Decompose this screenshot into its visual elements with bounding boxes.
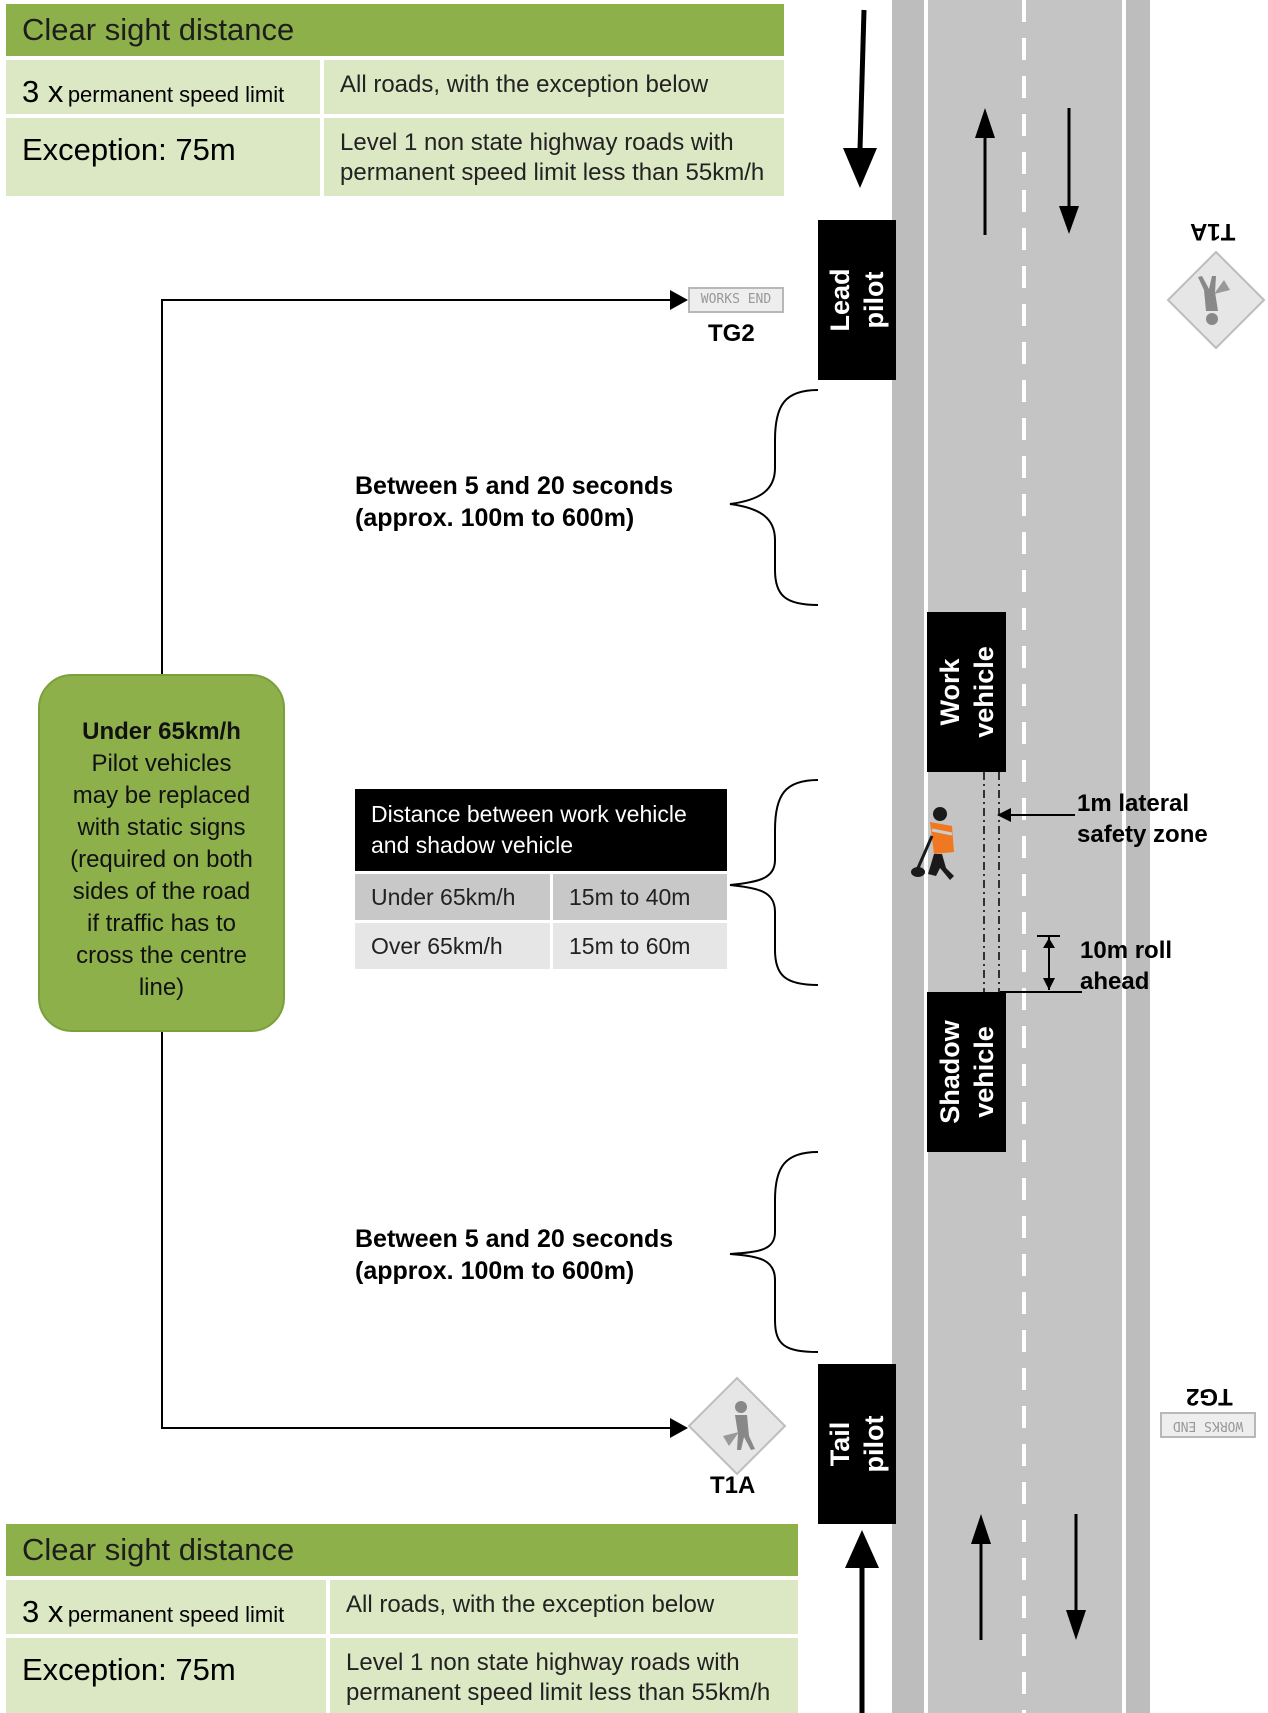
distance-table-header: Distance between work vehicle and shadow… <box>355 789 727 871</box>
line-1: Tail <box>825 1421 855 1467</box>
arrow-head-down-icon <box>843 148 877 188</box>
distance-row-2-distance: 15m to 60m <box>553 923 727 969</box>
annotation-line-2: safety zone <box>1077 821 1208 848</box>
label-big: 3 x <box>22 74 64 109</box>
works-end-sign: WORKS END <box>688 287 784 313</box>
connector-bottom <box>161 1032 672 1429</box>
tail-pilot-vehicle: Tail pilot <box>818 1364 896 1524</box>
note-line: line) <box>138 974 185 1001</box>
works-end-sign-mirrored: WORKS END <box>1160 1412 1256 1438</box>
clear-sight-table-top: Clear sight distance 3 x permanent speed… <box>6 4 784 196</box>
spacing-label-top: Between 5 and 20 seconds (approx. 100m t… <box>355 470 673 534</box>
distance-table: Distance between work vehicle and shadow… <box>355 789 727 969</box>
desc-line-1: Level 1 non state highway roads with <box>340 129 734 156</box>
traffic-arrow-top <box>857 9 867 151</box>
distance-row-2-speed: Over 65km/h <box>355 923 550 969</box>
annotation-line-1: 1m lateral <box>1077 790 1190 817</box>
label-small: permanent speed limit <box>67 1602 285 1627</box>
annotation-line-1: 10m roll <box>1080 937 1173 964</box>
line-2: pilot <box>859 1415 889 1473</box>
spacing-line-1: Between 5 and 20 seconds <box>355 472 674 500</box>
left-shoulder <box>892 0 924 1713</box>
sign-label-tg2: TG2 <box>708 320 755 347</box>
sign-label-tg2-mirrored: TG2 <box>1186 1383 1233 1410</box>
line-1: Shadow <box>934 1020 965 1124</box>
left-edge-line <box>924 0 928 1713</box>
works-end-text: WORKS END <box>700 292 772 307</box>
clear-sight-row-2-label: Exception: 75m <box>6 118 320 196</box>
lane-right <box>1024 0 1122 1713</box>
vehicle-label: Shadow vehicle <box>933 1020 1001 1124</box>
desc-line-2: permanent speed limit less than 55km/h <box>346 1679 771 1706</box>
line-1: Work <box>934 658 965 726</box>
brace-middle <box>729 779 819 986</box>
brace-bottom <box>729 1151 819 1353</box>
note-heading: Under 65km/h <box>82 718 241 745</box>
arrow-head-up-icon <box>845 1530 879 1568</box>
clear-sight-title: Clear sight distance <box>6 1524 798 1576</box>
work-vehicle: Work vehicle <box>927 612 1006 772</box>
connector-top <box>161 299 672 675</box>
clear-sight-title: Clear sight distance <box>6 4 784 56</box>
lead-pilot-vehicle: Lead pilot <box>818 220 896 380</box>
line-2: vehicle <box>968 646 999 738</box>
note-line: may be replaced <box>72 782 251 809</box>
clear-sight-row-1-label: 3 x permanent speed limit <box>6 1580 326 1634</box>
brace-top <box>729 389 819 606</box>
right-edge-line <box>1122 0 1126 1713</box>
note-line: with static signs <box>77 814 246 841</box>
spacing-line-2: (approx. 100m to 600m) <box>355 1257 635 1285</box>
clear-sight-row-1-label: 3 x permanent speed limit <box>6 60 320 114</box>
spacing-line-2: (approx. 100m to 600m) <box>355 504 635 532</box>
distance-row-1-speed: Under 65km/h <box>355 874 550 920</box>
distance-row-1-distance: 15m to 40m <box>553 874 727 920</box>
spacing-label-bottom: Between 5 and 20 seconds (approx. 100m t… <box>355 1223 673 1287</box>
right-shoulder <box>1126 0 1150 1713</box>
sign-label-t1a: T1A <box>710 1472 756 1499</box>
works-end-text: WORKS END <box>1172 1418 1244 1433</box>
vehicle-label: Tail pilot <box>823 1416 891 1473</box>
desc-line-2: permanent speed limit less than 55km/h <box>340 159 765 186</box>
clear-sight-row-1-desc: All roads, with the exception below <box>330 1580 798 1634</box>
roll-ahead-label: 10m roll ahead <box>1080 935 1172 997</box>
label-big: Exception: 75m <box>22 1652 236 1687</box>
line-2: vehicle <box>968 1026 999 1118</box>
clear-sight-row-2-desc: Level 1 non state highway roads with per… <box>324 118 784 196</box>
line-1: Lead <box>825 268 855 332</box>
desc-line-1: Level 1 non state highway roads with <box>346 1649 740 1676</box>
note-line: sides of the road <box>72 878 251 905</box>
label-big: Exception: 75m <box>22 132 236 167</box>
under-65-note-box: Under 65km/h Pilot vehicles may be repla… <box>38 674 285 1032</box>
t1a-sign-mirrored-icon <box>1166 250 1266 350</box>
worker-icon <box>911 807 954 880</box>
line-2: pilot <box>859 271 889 329</box>
clear-sight-row-2-desc: Level 1 non state highway roads with per… <box>330 1638 798 1713</box>
label-big: 3 x <box>22 1594 64 1629</box>
label-small: permanent speed limit <box>67 82 285 107</box>
clear-sight-row-1-desc: All roads, with the exception below <box>324 60 784 114</box>
header-line-2: and shadow vehicle <box>371 832 574 858</box>
note-line: (required on both <box>70 846 253 873</box>
centre-line <box>1022 0 1026 1713</box>
note-line: if traffic has to <box>87 910 236 937</box>
vehicle-label: Work vehicle <box>933 646 1001 738</box>
lateral-zone-label: 1m lateral safety zone <box>1077 788 1208 850</box>
clear-sight-row-2-label: Exception: 75m <box>6 1638 326 1713</box>
annotation-line-2: ahead <box>1080 968 1150 995</box>
header-line-1: Distance between work vehicle <box>371 801 687 827</box>
note-line: cross the centre <box>76 942 247 969</box>
lane-left <box>928 0 1024 1713</box>
clear-sight-table-bottom: Clear sight distance 3 x permanent speed… <box>6 1524 798 1713</box>
desc-text: All roads, with the exception below <box>346 1591 715 1618</box>
note-line: Pilot vehicles <box>91 750 232 777</box>
desc-text: All roads, with the exception below <box>340 71 709 98</box>
sign-label-t1a-mirrored: T1A <box>1190 218 1236 245</box>
shadow-vehicle: Shadow vehicle <box>927 992 1006 1152</box>
spacing-line-1: Between 5 and 20 seconds <box>355 1225 674 1253</box>
t1a-sign-icon <box>687 1376 787 1476</box>
vehicle-label: Lead pilot <box>823 268 891 331</box>
